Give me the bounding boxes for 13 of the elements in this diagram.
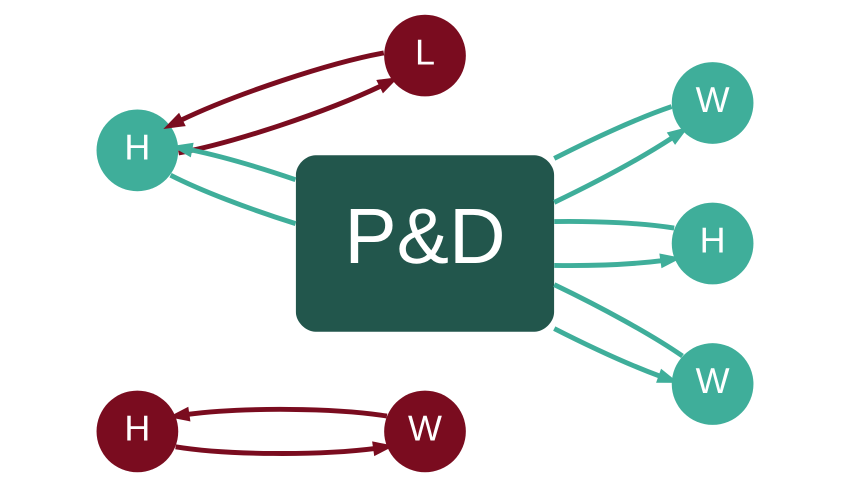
connector xyxy=(554,219,674,231)
node-circle: H xyxy=(96,390,178,472)
connector xyxy=(168,172,296,226)
node-circle: W xyxy=(671,343,753,425)
arrow xyxy=(162,50,384,129)
node-box: P&D xyxy=(295,155,554,332)
node-circle: W xyxy=(384,390,466,472)
node-circle: L xyxy=(384,14,466,96)
node-circle: H xyxy=(671,202,753,284)
connector xyxy=(552,282,684,358)
node-circle: W xyxy=(671,62,753,144)
connector xyxy=(552,104,672,161)
node-circle: H xyxy=(96,110,178,192)
